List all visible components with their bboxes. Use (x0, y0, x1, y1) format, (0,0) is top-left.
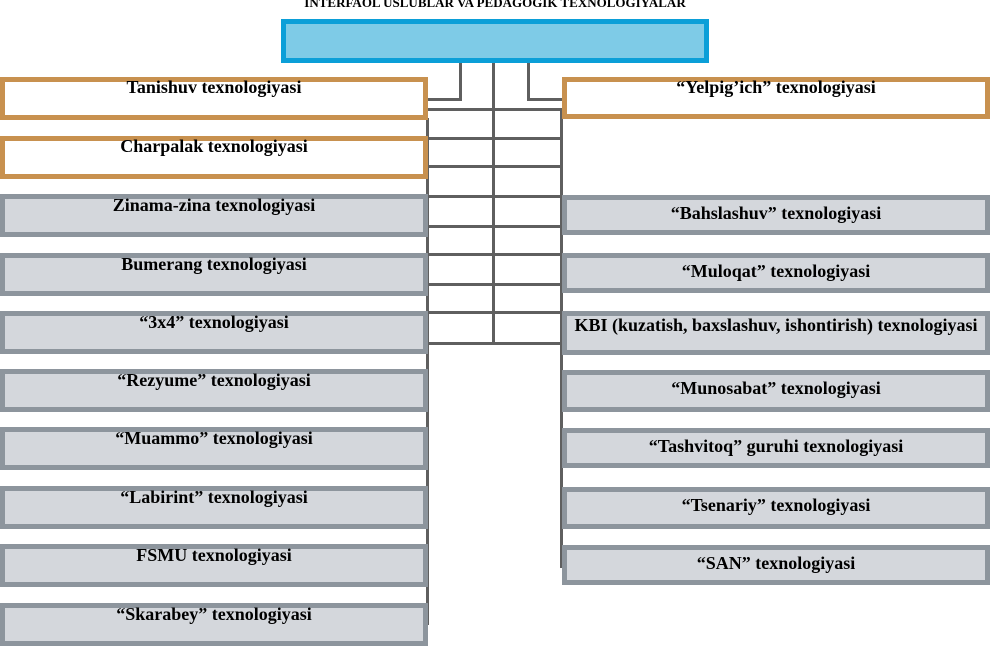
right-node-1: “Bahslashuv” texnologiyasi (562, 195, 990, 235)
connector-vertical (492, 63, 495, 345)
right-node-4: “Munosabat” texnologiyasi (562, 370, 990, 412)
right-node-7: “SAN” texnologiyasi (562, 545, 990, 585)
left-node-0: Tanishuv texnologiyasi (0, 77, 428, 120)
connector-horizontal (428, 165, 563, 168)
connector-horizontal (428, 225, 563, 228)
right-node-label: KBI (kuzatish, baxslashuv, ishontirish) … (574, 315, 978, 335)
connector-vertical (527, 63, 530, 100)
diagram-title: INTERFAOL USLUBLAR VA PEDAGOGIK TEXNOLOG… (304, 0, 686, 10)
right-node-label: “Yelpig’ich” texnologiyasi (676, 77, 876, 97)
left-node-3: Bumerang texnologiyasi (0, 253, 428, 296)
left-node-9: “Skarabey” texnologiyasi (0, 603, 428, 646)
left-node-8: FSMU texnologiyasi (0, 544, 428, 587)
left-node-label: “3x4” texnologiyasi (139, 312, 289, 332)
connector-vertical (459, 63, 462, 100)
connector-horizontal (428, 253, 563, 256)
connector-horizontal (428, 311, 563, 314)
connector-horizontal (428, 342, 563, 345)
left-node-1: Charpalak texnologiyasi (0, 136, 428, 179)
left-node-7: “Labirint” texnologiyasi (0, 486, 428, 529)
left-node-label: “Skarabey” texnologiyasi (116, 604, 312, 624)
left-node-label: Bumerang texnologiyasi (121, 254, 307, 274)
connector-horizontal (428, 195, 563, 198)
right-node-label: “Tsenariy” texnologiyasi (681, 495, 871, 515)
right-node-5: “Tashvitoq” guruhi texnologiyasi (562, 428, 990, 468)
right-node-label: “Munosabat” texnologiyasi (671, 378, 881, 398)
connector-horizontal (428, 283, 563, 286)
connector-horizontal (527, 98, 564, 101)
left-node-label: Tanishuv texnologiyasi (126, 77, 302, 97)
left-node-label: “Muammo” texnologiyasi (115, 428, 313, 448)
right-node-3: KBI (kuzatish, baxslashuv, ishontirish) … (562, 311, 990, 355)
left-node-label: “Rezyume” texnologiyasi (117, 370, 311, 390)
right-node-label: “Muloqat” texnologiyasi (681, 261, 871, 281)
left-node-6: “Muammo” texnologiyasi (0, 427, 428, 470)
left-node-label: Charpalak texnologiyasi (120, 136, 308, 156)
connector-vertical (560, 108, 563, 568)
left-node-label: FSMU texnologiyasi (136, 545, 292, 565)
left-node-4: “3x4” texnologiyasi (0, 311, 428, 354)
connector-horizontal (428, 137, 563, 140)
right-node-label: “Bahslashuv” texnologiyasi (670, 203, 882, 223)
connector-horizontal (428, 98, 462, 101)
left-node-label: “Labirint” texnologiyasi (120, 487, 308, 507)
connector-horizontal (428, 108, 563, 111)
left-node-label: Zinama-zina texnologiyasi (112, 195, 316, 215)
left-node-2: Zinama-zina texnologiyasi (0, 194, 428, 237)
root-node-box (281, 19, 709, 63)
left-node-5: “Rezyume” texnologiyasi (0, 369, 428, 412)
right-node-6: “Tsenariy” texnologiyasi (562, 487, 990, 529)
right-node-label: “Tashvitoq” guruhi texnologiyasi (648, 436, 904, 456)
right-node-0: “Yelpig’ich” texnologiyasi (562, 77, 990, 119)
right-node-label: “SAN” texnologiyasi (696, 553, 856, 573)
right-node-2: “Muloqat” texnologiyasi (562, 253, 990, 293)
